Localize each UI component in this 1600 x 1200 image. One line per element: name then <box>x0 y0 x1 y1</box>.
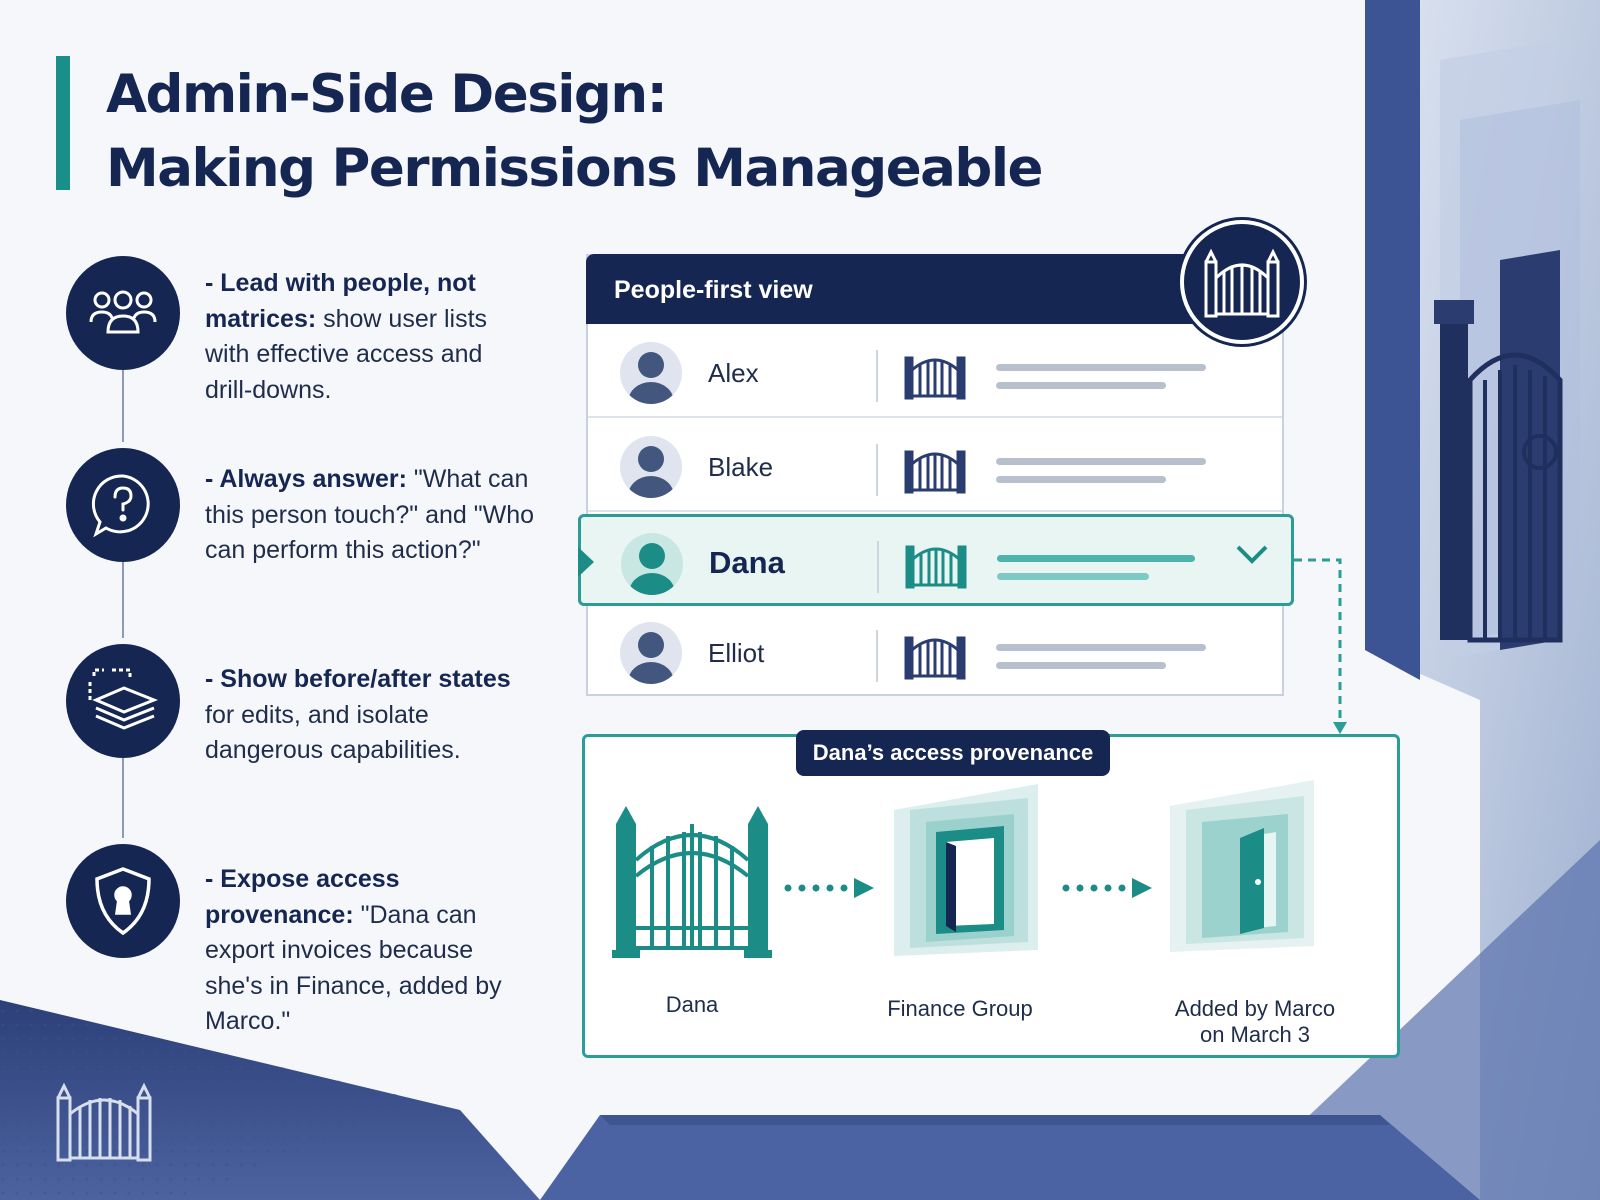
avatar <box>621 533 683 595</box>
access-bar <box>996 644 1206 651</box>
bullet-bold: Show before/after states <box>220 665 511 693</box>
timeline-connector <box>122 562 124 638</box>
bullet-bold: Lead with people, not matrices: <box>205 269 476 333</box>
dotted-arrow <box>1062 878 1152 898</box>
people-group-icon <box>66 256 180 370</box>
title-accent-bar <box>56 56 70 190</box>
bullet-provenance: - Expose access provenance: "Dana can ex… <box>205 865 502 1036</box>
user-name: Dana <box>709 545 785 580</box>
gate-icon <box>904 450 966 494</box>
access-bar <box>996 662 1166 669</box>
gate-icon <box>904 636 966 680</box>
row-divider <box>876 630 878 682</box>
layers-icon <box>66 644 180 758</box>
access-bar <box>996 382 1166 389</box>
provenance-step-label: Finance Group <box>887 996 1033 1021</box>
page-title: Admin-Side Design: Making Permissions Ma… <box>106 58 1106 206</box>
shield-keyhole-icon <box>66 844 180 958</box>
row-divider <box>876 350 878 402</box>
dotted-arrow <box>784 878 874 898</box>
bullet-text: "Dana can export invoices because she's … <box>205 900 502 1036</box>
bullet-before-after: - Show before/after states for edits, an… <box>205 665 511 765</box>
avatar <box>620 436 682 498</box>
panel-title: People-first view <box>614 276 813 304</box>
access-bar <box>996 458 1206 465</box>
avatar <box>620 622 682 684</box>
bullet-bold: Expose access provenance: <box>205 865 400 929</box>
door-open-icon <box>894 784 1038 956</box>
access-bar <box>997 573 1149 580</box>
question-chat-icon <box>66 448 180 562</box>
bullet-lead-with-people: - Lead with people, not matrices: show u… <box>205 269 488 404</box>
avatar <box>620 342 682 404</box>
row-divider <box>876 444 878 496</box>
timeline-connector <box>122 370 124 442</box>
dashed-connector-arrow <box>1294 558 1347 734</box>
title-line-1: Admin-Side Design: <box>106 64 668 125</box>
bullet-text: for edits, and isolate dangerous capabil… <box>205 700 461 765</box>
title-line-2: Making Permissions Manageable <box>106 138 1043 199</box>
access-bar <box>997 555 1195 562</box>
access-bar <box>996 476 1166 483</box>
selection-marker <box>578 547 594 577</box>
panel-header <box>586 254 1226 324</box>
provenance-step-label: Added by Marco on March 3 <box>1174 996 1336 1047</box>
gate-icon <box>904 356 966 400</box>
bullet-always-answer: - Always answer: "What can this person t… <box>205 465 535 564</box>
user-name: Blake <box>708 452 774 482</box>
user-row-dana-selected[interactable]: Dana <box>578 514 1294 606</box>
provenance-step-label: Dana <box>665 992 719 1017</box>
user-row-elliot[interactable]: Elliot <box>588 606 1282 698</box>
bullet-text: "What can this person touch?" and "Who c… <box>205 465 535 564</box>
door-ajar-icon <box>1170 780 1314 952</box>
access-bar <box>996 364 1206 371</box>
timeline-connector <box>122 758 124 838</box>
bullet-text: show user lists with effective access an… <box>205 304 488 404</box>
user-row-blake[interactable]: Blake <box>588 420 1282 512</box>
user-row-alex[interactable]: Alex <box>588 326 1282 418</box>
gate-icon <box>56 1082 152 1162</box>
gate-icon <box>612 806 772 958</box>
gate-icon <box>1180 220 1304 344</box>
chevron-down-icon[interactable] <box>1235 543 1269 567</box>
bullet-bold: Always answer: <box>219 465 407 493</box>
gate-icon <box>905 545 967 589</box>
user-name: Alex <box>708 358 759 388</box>
row-divider <box>877 541 879 593</box>
user-name: Elliot <box>708 638 765 668</box>
provenance-title: Dana’s access provenance <box>796 730 1110 776</box>
